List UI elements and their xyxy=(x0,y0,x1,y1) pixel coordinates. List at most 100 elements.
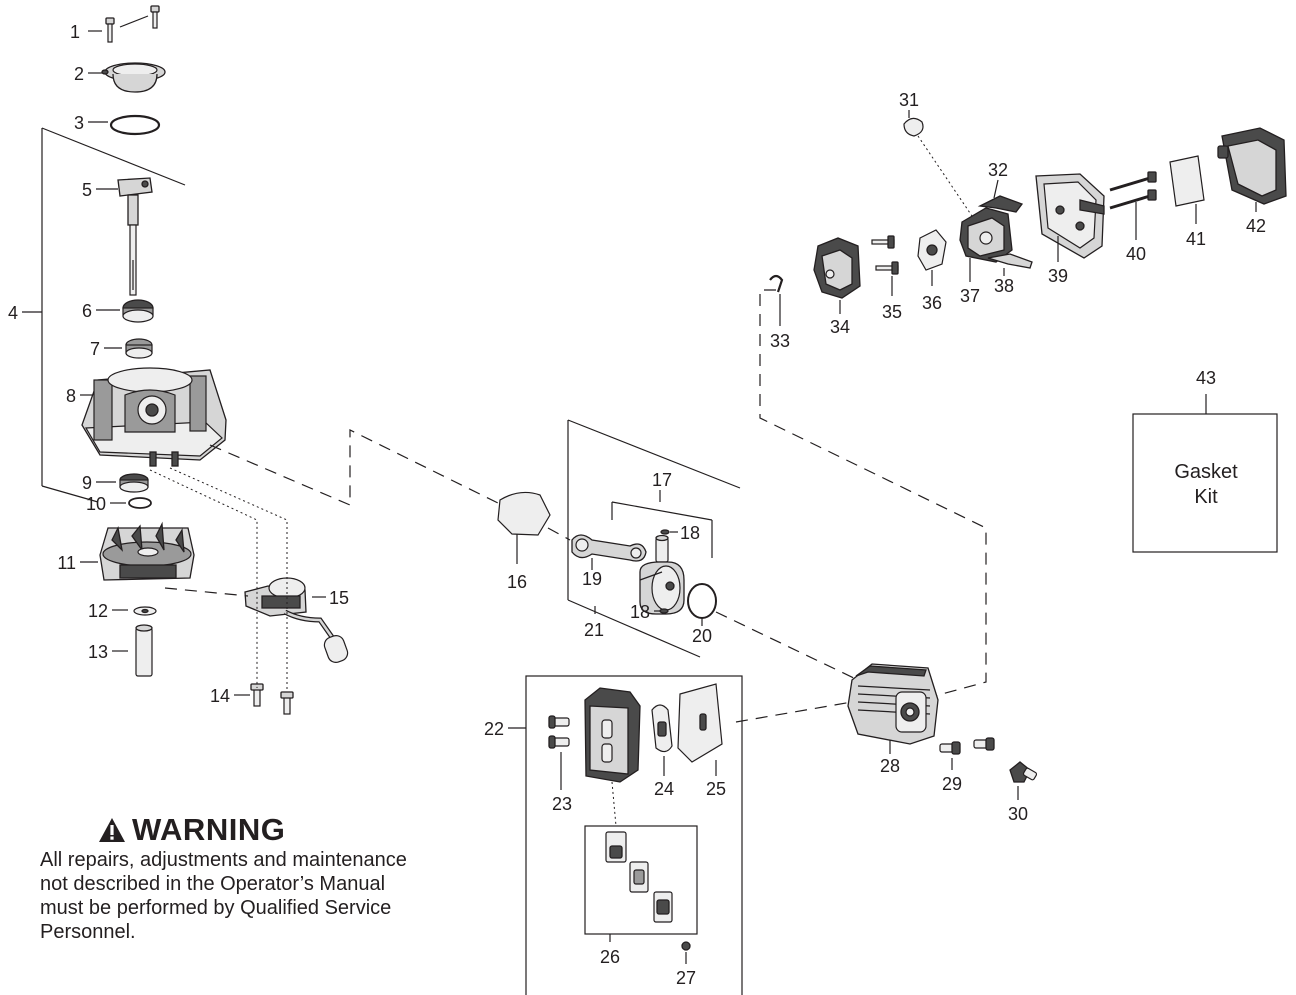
dotted-screw-paths xyxy=(149,467,288,692)
label-10: 10 xyxy=(86,494,106,514)
part-41-filter-element xyxy=(1169,155,1205,224)
part-3-o-ring xyxy=(88,114,161,136)
part-32-lever xyxy=(977,179,1024,213)
label-19: 19 xyxy=(582,569,602,589)
label-41: 41 xyxy=(1186,229,1206,249)
label-30: 30 xyxy=(1008,804,1028,824)
part-9-bearing xyxy=(96,473,149,493)
gasket-kit-line1: Gasket xyxy=(1174,461,1238,483)
label-4: 4 xyxy=(8,303,18,323)
label-13: 13 xyxy=(88,642,108,662)
label-28: 28 xyxy=(880,756,900,776)
part-39-filter-base xyxy=(1035,173,1105,262)
dash-16-19 xyxy=(547,527,571,541)
dash-20-28 xyxy=(715,611,859,681)
label-32: 32 xyxy=(988,160,1008,180)
part-28-cylinder xyxy=(847,663,939,754)
label-2: 2 xyxy=(74,64,84,84)
dash-11-15 xyxy=(164,587,249,597)
label-12: 12 xyxy=(88,601,108,621)
label-39: 39 xyxy=(1048,266,1068,286)
part-11-flywheel xyxy=(80,521,195,581)
bracket-22 xyxy=(508,675,743,995)
warning-triangle-icon xyxy=(99,818,125,842)
warning-title-text: WARNING xyxy=(132,812,286,847)
part-19-connecting-rod xyxy=(571,534,647,570)
label-40: 40 xyxy=(1126,244,1146,264)
label-26: 26 xyxy=(600,947,620,967)
dash-25-28 xyxy=(735,701,853,723)
part-20-piston-ring xyxy=(687,583,717,626)
label-31: 31 xyxy=(899,90,919,110)
part-5-crankshaft xyxy=(96,177,153,296)
label-24: 24 xyxy=(654,779,674,799)
part-35-screws xyxy=(871,235,899,296)
part-17-wrist-pin xyxy=(655,534,669,563)
label-6: 6 xyxy=(82,301,92,321)
part-37-carburetor xyxy=(959,207,1013,282)
part-30-spark-plug xyxy=(1009,761,1038,800)
part-24-gasket xyxy=(651,704,673,776)
label-9: 9 xyxy=(82,473,92,493)
part-15-ignition-module xyxy=(244,577,349,663)
label-5: 5 xyxy=(82,180,92,200)
label-23: 23 xyxy=(552,794,572,814)
label-36: 36 xyxy=(922,293,942,313)
label-1: 1 xyxy=(70,22,80,42)
label-3: 3 xyxy=(74,113,84,133)
part-42-filter-cover xyxy=(1217,127,1287,212)
part-16-gasket xyxy=(497,491,551,564)
bracket-21 xyxy=(567,419,741,658)
part-6-bearing xyxy=(96,299,154,323)
dash-8-16 xyxy=(209,429,503,506)
label-18b: 18 xyxy=(630,602,650,622)
part-26-screens xyxy=(605,831,673,942)
part-38-throttle xyxy=(987,253,1033,276)
piston xyxy=(639,561,685,615)
label-25: 25 xyxy=(706,779,726,799)
part-14-screws xyxy=(234,683,294,715)
part-13-sleeve xyxy=(112,624,153,677)
part-40-screws xyxy=(1109,171,1157,240)
label-7: 7 xyxy=(90,339,100,359)
label-15: 15 xyxy=(329,588,349,608)
label-11: 11 xyxy=(57,553,76,573)
warning-notice: WARNING All repairs, adjustments and mai… xyxy=(40,812,420,944)
part-18-clip-lower xyxy=(654,608,669,614)
warning-title: WARNING xyxy=(98,812,478,848)
label-33: 33 xyxy=(770,331,790,351)
label-43: 43 xyxy=(1196,368,1216,388)
part-10-ring xyxy=(110,497,152,509)
label-34: 34 xyxy=(830,317,850,337)
part-27-screw xyxy=(681,941,691,964)
part-12-washer xyxy=(112,606,157,616)
part-18-clip-upper xyxy=(660,529,678,535)
part-29-bolts xyxy=(939,737,995,770)
label-20: 20 xyxy=(692,626,712,646)
part-33-clip xyxy=(769,274,784,326)
part-36-gasket xyxy=(917,229,947,286)
part-23-screws xyxy=(548,715,570,790)
label-18a: 18 xyxy=(680,523,700,543)
part-1-screws xyxy=(88,5,160,43)
part-43-gasket-kit: Gasket Kit xyxy=(1132,394,1278,553)
label-21: 21 xyxy=(584,620,604,640)
part-2-cap xyxy=(88,62,166,93)
part-8-crankcase xyxy=(80,367,227,467)
label-29: 29 xyxy=(942,774,962,794)
dash-33-28 xyxy=(759,289,987,701)
part-25-heat-shield xyxy=(677,683,723,776)
label-37: 37 xyxy=(960,286,980,306)
bracket-17 xyxy=(611,490,713,558)
label-22: 22 xyxy=(484,719,504,739)
part-labels: 1 2 3 4 5 6 7 8 9 10 11 12 13 14 15 16 1… xyxy=(8,22,1266,988)
label-14: 14 xyxy=(210,686,230,706)
part-34-adapter xyxy=(813,237,861,314)
gasket-kit-line2: Kit xyxy=(1194,486,1218,508)
bracket-4 xyxy=(22,127,186,503)
label-8: 8 xyxy=(66,386,76,406)
label-35: 35 xyxy=(882,302,902,322)
label-16: 16 xyxy=(507,572,527,592)
muffler xyxy=(584,687,641,827)
